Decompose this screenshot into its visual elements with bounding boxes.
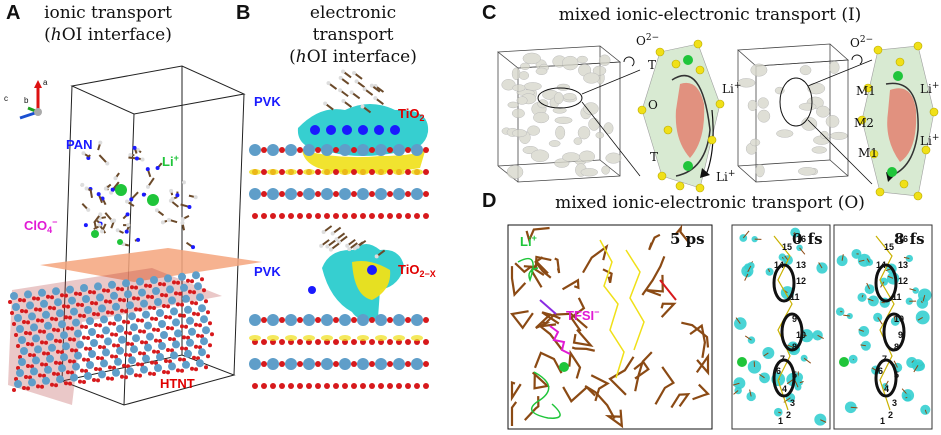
tio2x-bottom-label: TiO2−X	[398, 262, 436, 279]
d-frame2-atom-number: 16	[796, 234, 807, 244]
pvk-top-label: PVK	[254, 94, 281, 109]
d-frame2-atom-number: 1	[778, 416, 784, 426]
panel-b-title: electronic transport (hOI interface)	[268, 2, 438, 68]
d-frame3-atom-number: 16	[898, 234, 909, 244]
d-frame3-atom-number: 11	[892, 292, 902, 302]
d-frame3-atom-number: 5	[894, 370, 900, 380]
pan-molecules	[80, 140, 198, 250]
panel-c-title: mixed ionic-electronic transport (I)	[558, 5, 862, 25]
c-right-m2-label: M2	[854, 116, 874, 130]
panel-a-title: ionic transport (hOI interface)	[28, 2, 188, 46]
d-frame2-atom-number: 12	[796, 276, 807, 286]
d-frame2-atom-number: 15	[782, 242, 793, 252]
clo4-label: ClO4−	[24, 217, 58, 235]
d-frame3-atom-number: 2	[888, 410, 894, 420]
pan-label: PAN	[66, 137, 93, 152]
d-frame2-atom-number: 5	[792, 370, 798, 380]
axis-a-label: a	[43, 78, 48, 87]
d-frame3-atom-number: 6	[878, 366, 884, 376]
d-li-label: Li+	[520, 233, 537, 249]
d-time2-label: 0 fs	[792, 230, 823, 248]
d-frame3-atom-number: 13	[898, 260, 909, 270]
li-ion-1	[115, 184, 127, 196]
d-frame2-atom-number: 8	[792, 342, 798, 352]
panel-a-title-line2: (hOI interface)	[44, 25, 172, 45]
tio2-top-label: TiO2	[398, 106, 425, 123]
panel-a-letter: A	[6, 2, 21, 24]
cube-left	[496, 45, 622, 183]
li-ion-3	[91, 230, 99, 238]
c-left-t1-label: T	[648, 58, 657, 72]
panel-d-title: mixed ionic-electronic transport (O)	[555, 193, 865, 213]
d-tfsi-label: TFSI−	[566, 307, 600, 323]
d-frame3-atom-number: 1	[880, 416, 886, 426]
interface-plane	[40, 248, 262, 282]
panel-b-title-line2: (hOI interface)	[289, 47, 417, 67]
d-frame3-atom-number: 9	[898, 330, 904, 340]
c-left-t2-label: T	[650, 150, 659, 164]
d-frame2-atom-number: 10	[796, 330, 807, 340]
htnt-slab	[8, 268, 222, 405]
panel-a-title-line1: ionic transport	[44, 3, 172, 23]
d-frame3-atom-number: 7	[882, 354, 888, 364]
panel-c-letter: C	[482, 2, 497, 24]
d-frame3-atom-number: 12	[898, 276, 909, 286]
panel-d-letter: D	[482, 190, 497, 212]
d-frame3-atom-number: 14	[876, 260, 887, 270]
li-ion-2	[147, 194, 159, 206]
d-frame3-atom-number: 4	[884, 384, 890, 394]
d-frame2-atom-number: 14	[774, 260, 785, 270]
d-frame2-atom-number: 2	[786, 410, 792, 420]
pvk-bottom-label: PVK	[254, 264, 281, 279]
c-left-li1-label: Li+	[722, 81, 742, 96]
c-left-o2-label: O2−	[636, 33, 660, 48]
d-time1-label: 5 ps	[670, 230, 705, 248]
axis-b-label: b	[24, 96, 29, 105]
d-frame2-atom-number: 6	[776, 366, 782, 376]
d-frame2-atom-number: 9	[792, 314, 798, 324]
c-left-o-label: O	[648, 98, 658, 112]
li-ion-4	[117, 239, 123, 245]
d-frame2-atom-number: 13	[796, 260, 807, 270]
d-frame2-atom-number: 3	[790, 398, 796, 408]
axis-gizmo-icon	[19, 80, 42, 120]
c-right-li1-label: Li+	[920, 81, 940, 96]
c-right-o2-label: O2−	[850, 35, 874, 50]
d-frame3-atom-number: 15	[884, 242, 895, 252]
panel-b-letter: B	[236, 2, 251, 24]
c-right-li2-label: Li+	[920, 133, 940, 148]
d-time3-label: 8 fs	[894, 230, 925, 248]
d-frame3-atom-number: 10	[894, 314, 905, 324]
d-frame3-atom-number: 3	[892, 398, 898, 408]
li-label: Li+	[162, 153, 179, 169]
panel-b-title-line1: electronic transport	[309, 3, 397, 45]
d-frame2-atom-number: 7	[780, 354, 786, 364]
d-frame3-atom-number: 8	[894, 342, 900, 352]
axis-c-label: c	[4, 94, 8, 103]
htnt-label: HTNT	[160, 376, 195, 391]
d-frame2-atom-number: 11	[790, 292, 800, 302]
c-right-m1a-label: M1	[856, 84, 876, 98]
c-right-m1b-label: M1	[858, 146, 878, 160]
d-frame2-atom-number: 4	[782, 384, 788, 394]
c-left-li2-label: Li+	[716, 169, 736, 184]
